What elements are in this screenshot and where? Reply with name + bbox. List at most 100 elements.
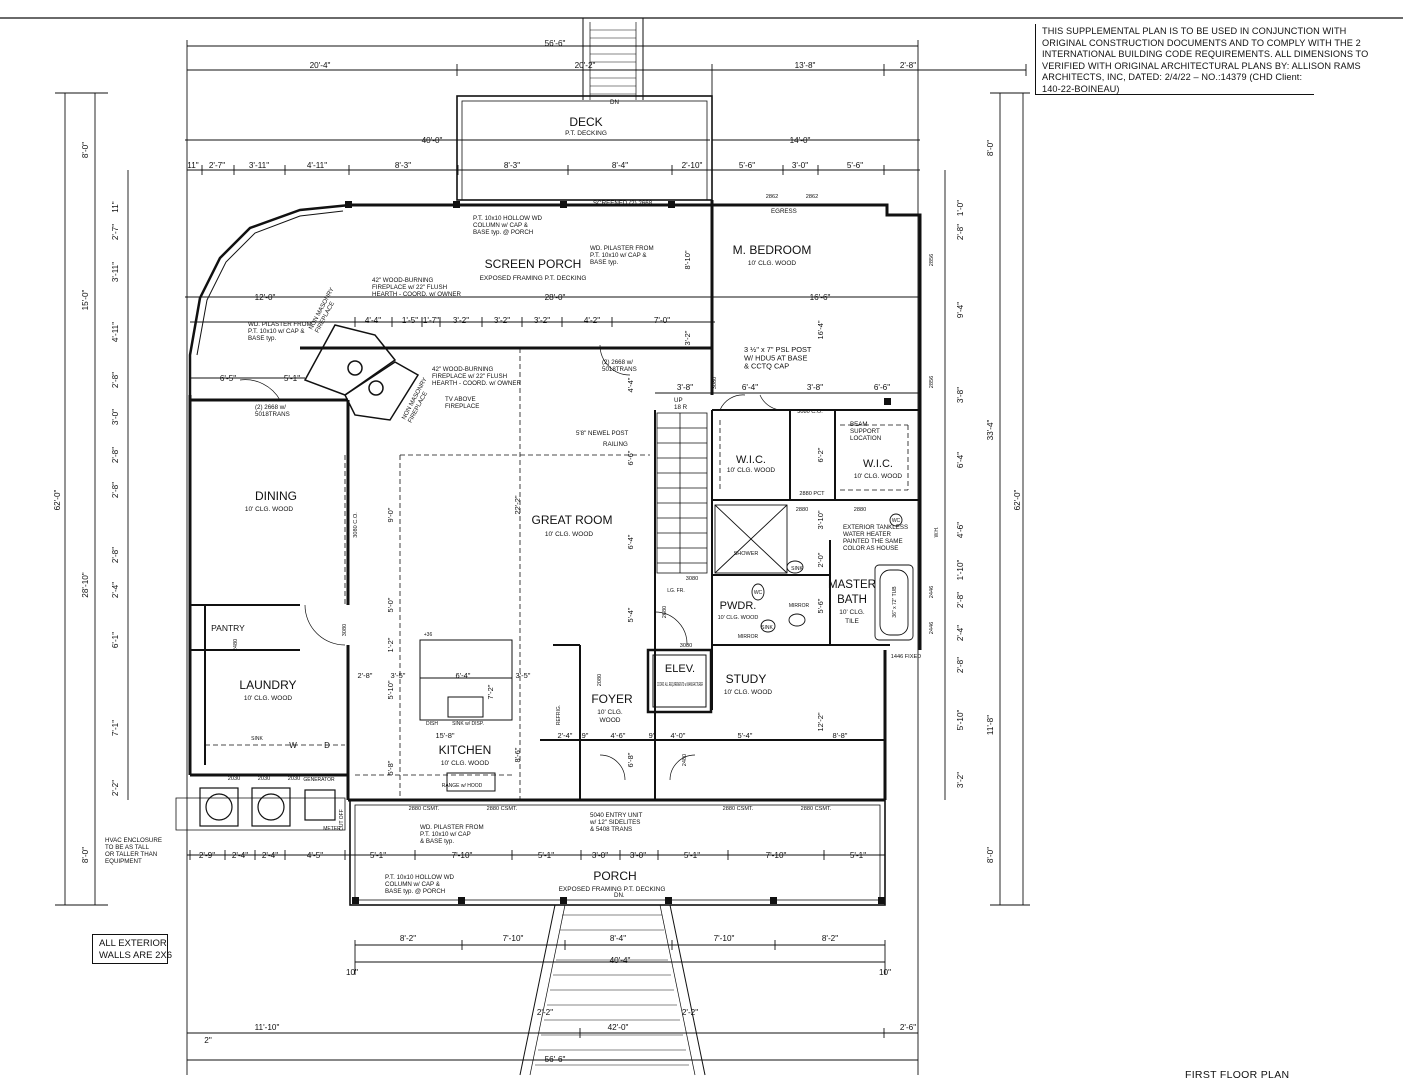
dim-deck-width: 40'-0" xyxy=(422,136,443,145)
annotation-line: 18 R xyxy=(674,404,688,411)
dim-left-inner-1: 2'-7" xyxy=(111,224,120,240)
note-screened-door: SCREENED (2) 2668 xyxy=(593,200,653,207)
annotation-line: SCREENED (2) 2668 xyxy=(593,200,653,207)
annotation-line: OR TALLER THAN xyxy=(105,851,157,858)
dim-row2-5: 8'-3" xyxy=(504,161,520,170)
annotation-line: WD. PILASTER FROM xyxy=(248,321,312,328)
fixture-sink-2: SINK xyxy=(791,566,803,572)
dim-row2-1: 2'-7" xyxy=(209,161,225,170)
room-foyer-sub: 10' CLG. xyxy=(597,709,623,716)
dim-interior-3: 6'-6" xyxy=(626,450,635,465)
fixture-wc-2: WC xyxy=(892,518,901,524)
note-dn-bottom: DN. xyxy=(614,892,625,899)
dim-bottom-overall: 56'-6" xyxy=(545,1055,566,1064)
dim-porch-0: 8'-2" xyxy=(400,934,416,943)
dim-interior-13: 5'-6" xyxy=(816,598,825,613)
dim-kitchen-16: 8'-8" xyxy=(833,731,848,740)
door-label-d20: 2880 CSMT. xyxy=(487,806,518,812)
dim-stair-2: 3'-8" xyxy=(807,383,823,392)
room-great-room: GREAT ROOM xyxy=(532,513,613,527)
annotation-line: WATER HEATER xyxy=(843,531,892,538)
dim-right-14: 14'-0" xyxy=(790,136,811,145)
room-porch: PORCH xyxy=(593,869,636,883)
room-kitchen-sub: 10' CLG. WOOD xyxy=(441,760,490,767)
door-label-d26: 2080 xyxy=(597,674,603,686)
fixture-wh: W.H. xyxy=(934,527,940,538)
annotation-line: FIREPLACE w/ 22" FLUSH xyxy=(372,284,447,291)
dim-kitchen-14: 4'-0" xyxy=(671,731,686,740)
room-screen-porch: SCREEN PORCH xyxy=(485,257,582,271)
note-windows-dining: (2) 2668 w/5018TRANS xyxy=(255,404,290,418)
plan-title: FIRST FLOOR PLAN xyxy=(1185,1069,1290,1081)
annotation-line: HEARTH - COORD. w/ OWNER xyxy=(432,380,521,387)
dim-kitchen-4: 15'-8" xyxy=(435,731,454,740)
dim-row2-7: 2'-10" xyxy=(682,161,703,170)
dim-right-inner-5: 4'-6" xyxy=(956,522,965,538)
room-shower: SHOWER xyxy=(734,551,759,557)
dim-top-row-0: 20'-4" xyxy=(310,61,331,70)
dim-dining-1: 5'-1" xyxy=(284,374,300,383)
fixture-wc: WC xyxy=(754,590,763,596)
dim-left-inner-7: 2'-8" xyxy=(111,482,120,498)
door-label-d23: 2480 xyxy=(233,639,239,651)
door-label-d16: 2446 xyxy=(929,586,935,598)
room-foyer-sub2: WOOD xyxy=(600,717,621,724)
annotation-line: WD. PILASTER FROM xyxy=(420,824,484,831)
room-generator: GENERATOR xyxy=(303,777,335,783)
annotation-line: w/ 12" SIDELITES xyxy=(589,819,640,826)
annotation-line: 3 ½" x 7" PSL POST xyxy=(744,345,812,354)
dim-bottom1-4: 5'-1" xyxy=(370,851,386,860)
dim-porch-10-right: 10" xyxy=(879,968,891,977)
dim-right-outer-2: 62'-0" xyxy=(1013,489,1022,510)
dim-porch-2: 8'-4" xyxy=(610,934,626,943)
door-label-d6: 2862 xyxy=(766,194,778,200)
dim-kitchen-8: 5'-8" xyxy=(386,760,395,775)
annotation-line: W/ HDU5 AT BASE xyxy=(744,353,807,362)
dim-row3-6: 4'-2" xyxy=(584,316,600,325)
dim-bottom1-9: 5'-1" xyxy=(684,851,700,860)
room-wic-1-sub: 10' CLG. WOOD xyxy=(727,467,776,474)
door-label-d5: 3080 C.O. xyxy=(353,512,359,538)
dim-stair-22-right: 2'-2" xyxy=(682,1008,698,1017)
dim-bottom1-0: 2'-9" xyxy=(199,851,215,860)
note-dn-top: DN xyxy=(610,99,619,106)
dim-right-inner-1: 2'-8" xyxy=(956,224,965,240)
dim-left-inner-5: 3'-0" xyxy=(111,409,120,425)
dim-right-inner-0: 1'-0" xyxy=(956,200,965,216)
door-label-d10: 2880 xyxy=(796,507,808,513)
annotation-line: P.T. 10x10 HOLLOW WD xyxy=(473,215,543,222)
annotation-line: & 5408 TRANS xyxy=(590,826,632,833)
dim-interior-8: 8'-10" xyxy=(683,250,692,269)
dim-bottom1-3: 4'-5" xyxy=(307,851,323,860)
fixture-meter: METER xyxy=(323,826,341,832)
dim-bottom1-1: 2'-4" xyxy=(232,851,248,860)
room-master-bath-2: BATH xyxy=(837,594,867,606)
fixture-mirror: MIRROR xyxy=(789,603,810,609)
dim-kitchen-0: 2'-8" xyxy=(358,671,373,680)
room-foyer: FOYER xyxy=(591,692,633,706)
door-label-d7: 2862 xyxy=(806,194,818,200)
note-elev-requirements: COORD. ALL REQUIREMENTS w/ MANUFACTURER xyxy=(657,682,703,688)
annotation-line: SUPPORT xyxy=(850,428,880,435)
room-wic-2-sub: 10' CLG. WOOD xyxy=(854,473,903,480)
note-newel: 5'8" NEWEL POST xyxy=(576,430,629,437)
exterior-walls-note: ALL EXTERIOR WALLS ARE 2X6 xyxy=(92,934,172,964)
dim-left-outer-3: 28'-10" xyxy=(81,572,90,598)
dim-row3-4: 3'-2" xyxy=(494,316,510,325)
room-study: STUDY xyxy=(726,672,767,686)
door-label-d19: 2880 CSMT. xyxy=(409,806,440,812)
door-label-d17: 2446 xyxy=(929,622,935,634)
dim-stair-0: 3'-8" xyxy=(677,383,693,392)
annotation-line: 42" WOOD-BURNING xyxy=(372,277,434,284)
annotation-line: P.T. 10x10 w/ CAP xyxy=(420,831,471,838)
dim-interior-1: 22'-2" xyxy=(513,495,522,514)
annotation-line: BASE typ. @ PORCH xyxy=(473,229,533,236)
annotation-line: FIREPLACE w/ 22" FLUSH xyxy=(432,373,507,380)
door-label-d14: 2030 xyxy=(258,776,270,782)
